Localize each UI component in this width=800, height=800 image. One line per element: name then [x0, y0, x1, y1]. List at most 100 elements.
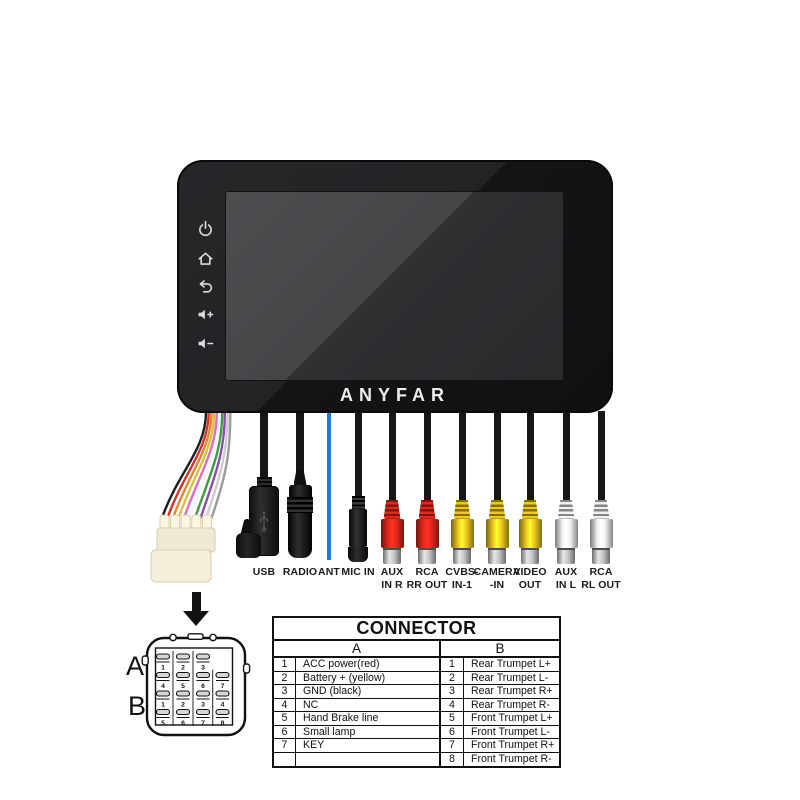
cable-cvbs-in-1 [450, 500, 474, 564]
cable-label-line: MIC IN [341, 566, 375, 578]
table-cell-b-num: 2 [441, 671, 464, 685]
cable-rca-rl-out [589, 500, 613, 564]
table-header: A B [274, 641, 559, 658]
harness-wire [199, 410, 227, 520]
cable-mic-in [348, 496, 368, 562]
harness-wire [171, 410, 213, 520]
table-cell-a-num: 3 [274, 685, 296, 699]
pin-number: 5 [161, 720, 165, 727]
table-cell-b-text: Rear Trumpet L+ [464, 658, 559, 672]
pin-number: 8 [221, 720, 225, 727]
table-cell-a-num: 2 [274, 671, 296, 685]
rca-strain-relief [592, 500, 610, 519]
rca-body [380, 519, 404, 548]
harness-connector [150, 514, 216, 583]
rca-metal-barrel [383, 548, 401, 564]
rca-strain-relief [418, 500, 436, 519]
radio-ribs [287, 497, 313, 513]
pin-number: 4 [221, 701, 225, 708]
cable-label-mic-in: MIC IN [326, 566, 390, 579]
back-icon [197, 278, 214, 295]
table-cell-b-text: Front Trumpet R- [471, 753, 552, 766]
side-button-column [197, 160, 215, 413]
rca-body [485, 519, 509, 548]
cable-label-line: -IN [489, 578, 505, 591]
radio-body [288, 513, 312, 558]
pin-connector-ear-right [242, 663, 251, 674]
cable-label-line: RCA [415, 566, 439, 578]
cable-usb [236, 477, 279, 558]
cable-wire [296, 411, 304, 473]
table-cell-a-num: 5 [274, 712, 296, 726]
cable-wire [423, 411, 431, 503]
rca-strain-relief [521, 500, 539, 519]
cable-wire [260, 411, 268, 479]
table-cell-a-num: 4 [274, 698, 296, 712]
screen [226, 192, 563, 380]
radio-neck [288, 485, 312, 497]
table-cell-b-num: 8 [441, 752, 464, 766]
harness-wire [210, 410, 232, 520]
cable-ant [327, 411, 331, 560]
harness-wire [188, 410, 221, 520]
harness-wire [193, 410, 224, 520]
pin-slot [155, 653, 171, 660]
cable-label-line: CVBS- [445, 566, 479, 578]
pin-connector-ear-left [141, 655, 149, 666]
table-cell-a-text: KEY [296, 739, 441, 753]
table-cell-a-num [274, 752, 296, 766]
harness-wire [204, 410, 229, 520]
usb-cap [236, 533, 261, 558]
pin-number: 6 [201, 683, 205, 690]
head-unit: ANYFAR [177, 160, 613, 413]
table-cell-a-text: Battery + (yellow) [296, 671, 441, 685]
cable-wire [388, 411, 396, 503]
jack-body [349, 509, 367, 547]
rca-metal-barrel [521, 548, 539, 564]
rca-body [450, 519, 474, 548]
pin-slot [155, 690, 171, 697]
cable-wire [493, 411, 501, 503]
home-icon [197, 250, 214, 267]
pin-number: 3 [201, 701, 205, 708]
cable-label-usb: USB [232, 566, 296, 579]
pin-slot [175, 653, 191, 660]
cable-rca-rr-out [415, 500, 439, 564]
cable-label-line: OUT [518, 578, 542, 591]
pin-slot [155, 671, 171, 679]
volume-down-icon [197, 335, 214, 352]
pin-slot [175, 708, 191, 716]
table-cell-b-num: 6 [441, 725, 464, 739]
table-cell-b-text: Front Trumpet L- [464, 726, 559, 739]
cable-label-radio: RADIO [268, 566, 332, 579]
cable-label-line: RR OUT [406, 578, 448, 591]
pin-number: 3 [201, 664, 205, 671]
table-cell-a-num: 1 [274, 658, 296, 672]
table-cell-a-num: 6 [274, 725, 296, 739]
cable-wire [597, 411, 605, 503]
table-cell-a-text: GND (black) [296, 685, 441, 699]
rca-strain-relief [557, 500, 575, 519]
table-title: CONNECTOR [274, 618, 559, 641]
rca-strain-relief [453, 500, 471, 519]
pin-slot [155, 708, 171, 716]
pin-slot [215, 690, 230, 697]
table-cell-a-text: ACC power(red) [296, 658, 441, 672]
rca-metal-barrel [488, 548, 506, 564]
table-cell-b-num: 5 [441, 712, 464, 726]
pin-number: 5 [181, 683, 185, 690]
cable-radio [287, 470, 313, 558]
volume-up-icon [197, 306, 214, 323]
pin-connector-bump [209, 633, 217, 642]
down-arrow-icon [183, 592, 209, 626]
pin-slot [195, 708, 211, 716]
rca-body [415, 519, 439, 548]
jack-strain-relief [351, 496, 365, 509]
table-cell-b-num: 1 [441, 658, 464, 672]
